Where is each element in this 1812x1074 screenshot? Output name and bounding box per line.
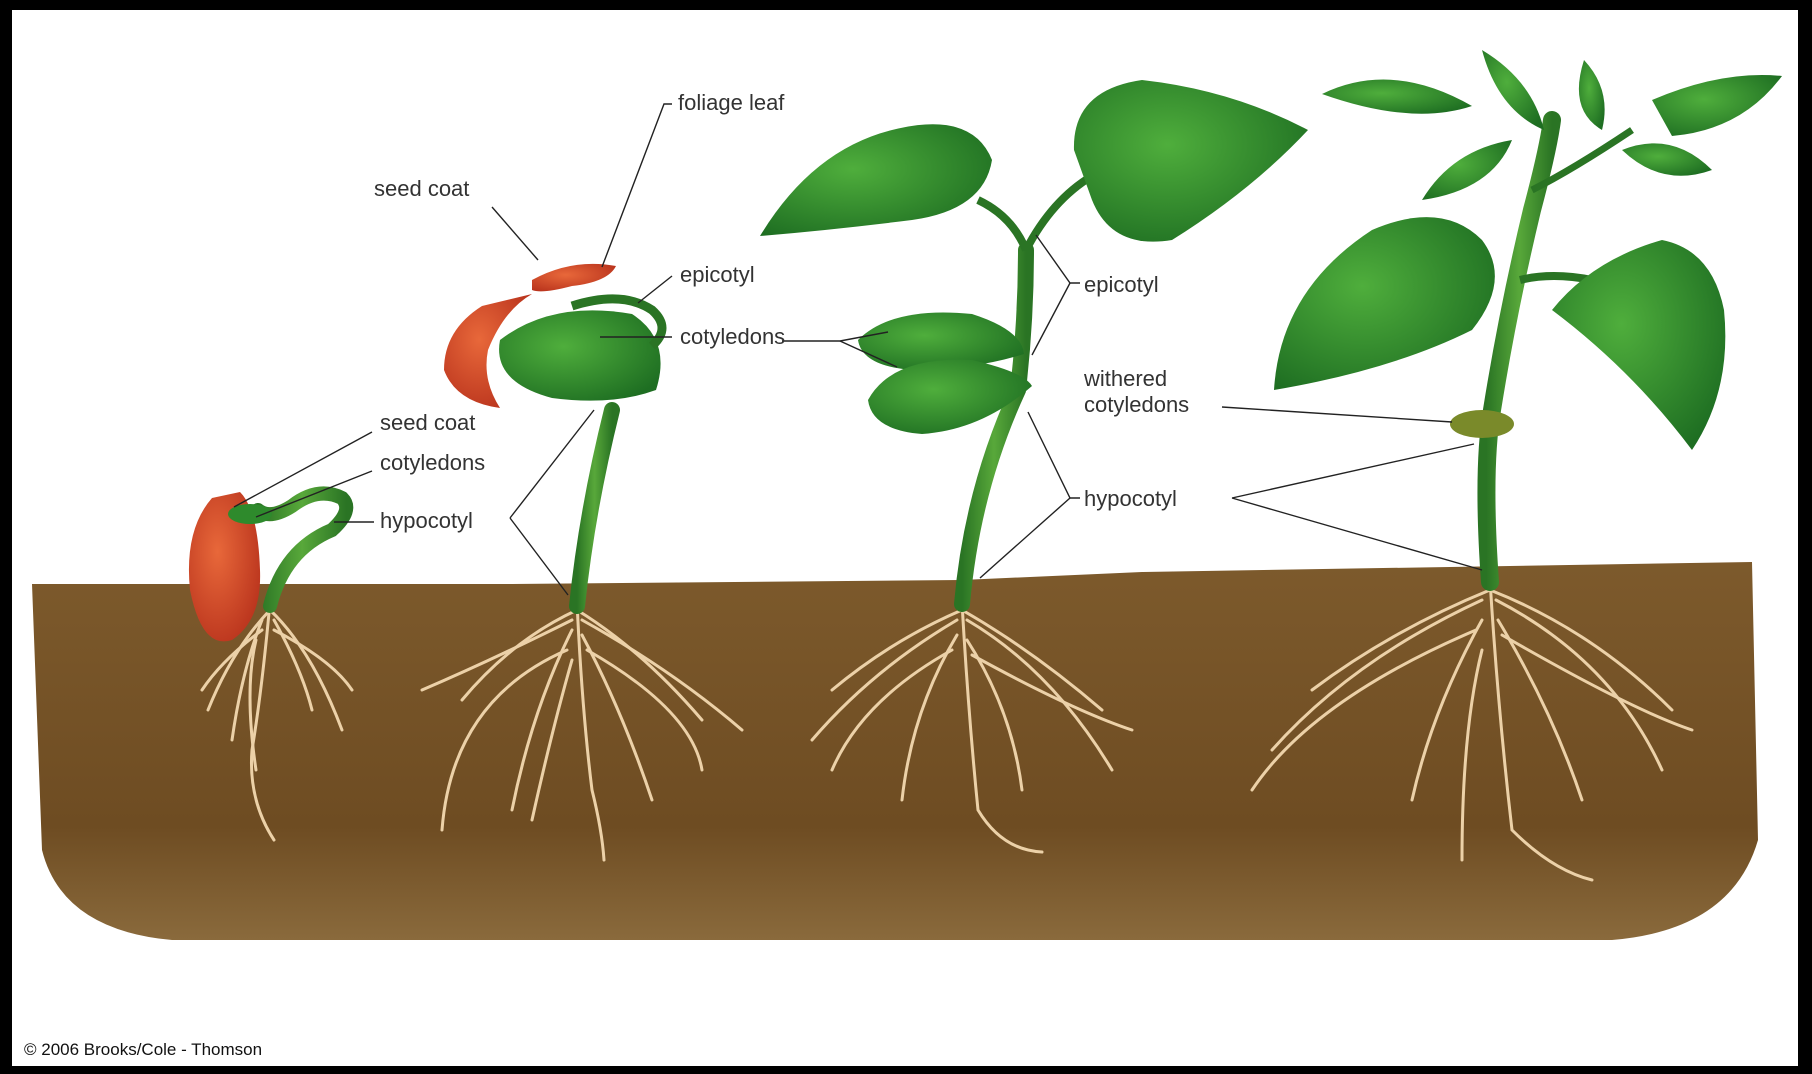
label-hypocotyl-stage1: hypocotyl xyxy=(380,508,473,533)
label-hypocotyl-stage3: hypocotyl xyxy=(1084,486,1177,511)
diagram-frame: seed coat foliage leaf epicotyl cotyledo… xyxy=(12,10,1798,1066)
label-cotyledons-stage1: cotyledons xyxy=(380,450,485,475)
label-epicotyl-stage3: epicotyl xyxy=(1084,272,1159,297)
label-epicotyl-stage2: epicotyl xyxy=(680,262,755,287)
bean-germination-illustration: seed coat foliage leaf epicotyl cotyledo… xyxy=(12,10,1798,1066)
label-withered-cotyledons: cotyledons xyxy=(1084,392,1189,417)
copyright-notice: © 2006 Brooks/Cole - Thomson xyxy=(24,1040,262,1060)
label-foliage-leaf: foliage leaf xyxy=(678,90,785,115)
soil xyxy=(32,562,1758,940)
label-seed-coat-stage1: seed coat xyxy=(380,410,475,435)
label-seed-coat-stage2: seed coat xyxy=(374,176,469,201)
label-cotyledons-stage2: cotyledons xyxy=(680,324,785,349)
label-withered: withered xyxy=(1083,366,1167,391)
